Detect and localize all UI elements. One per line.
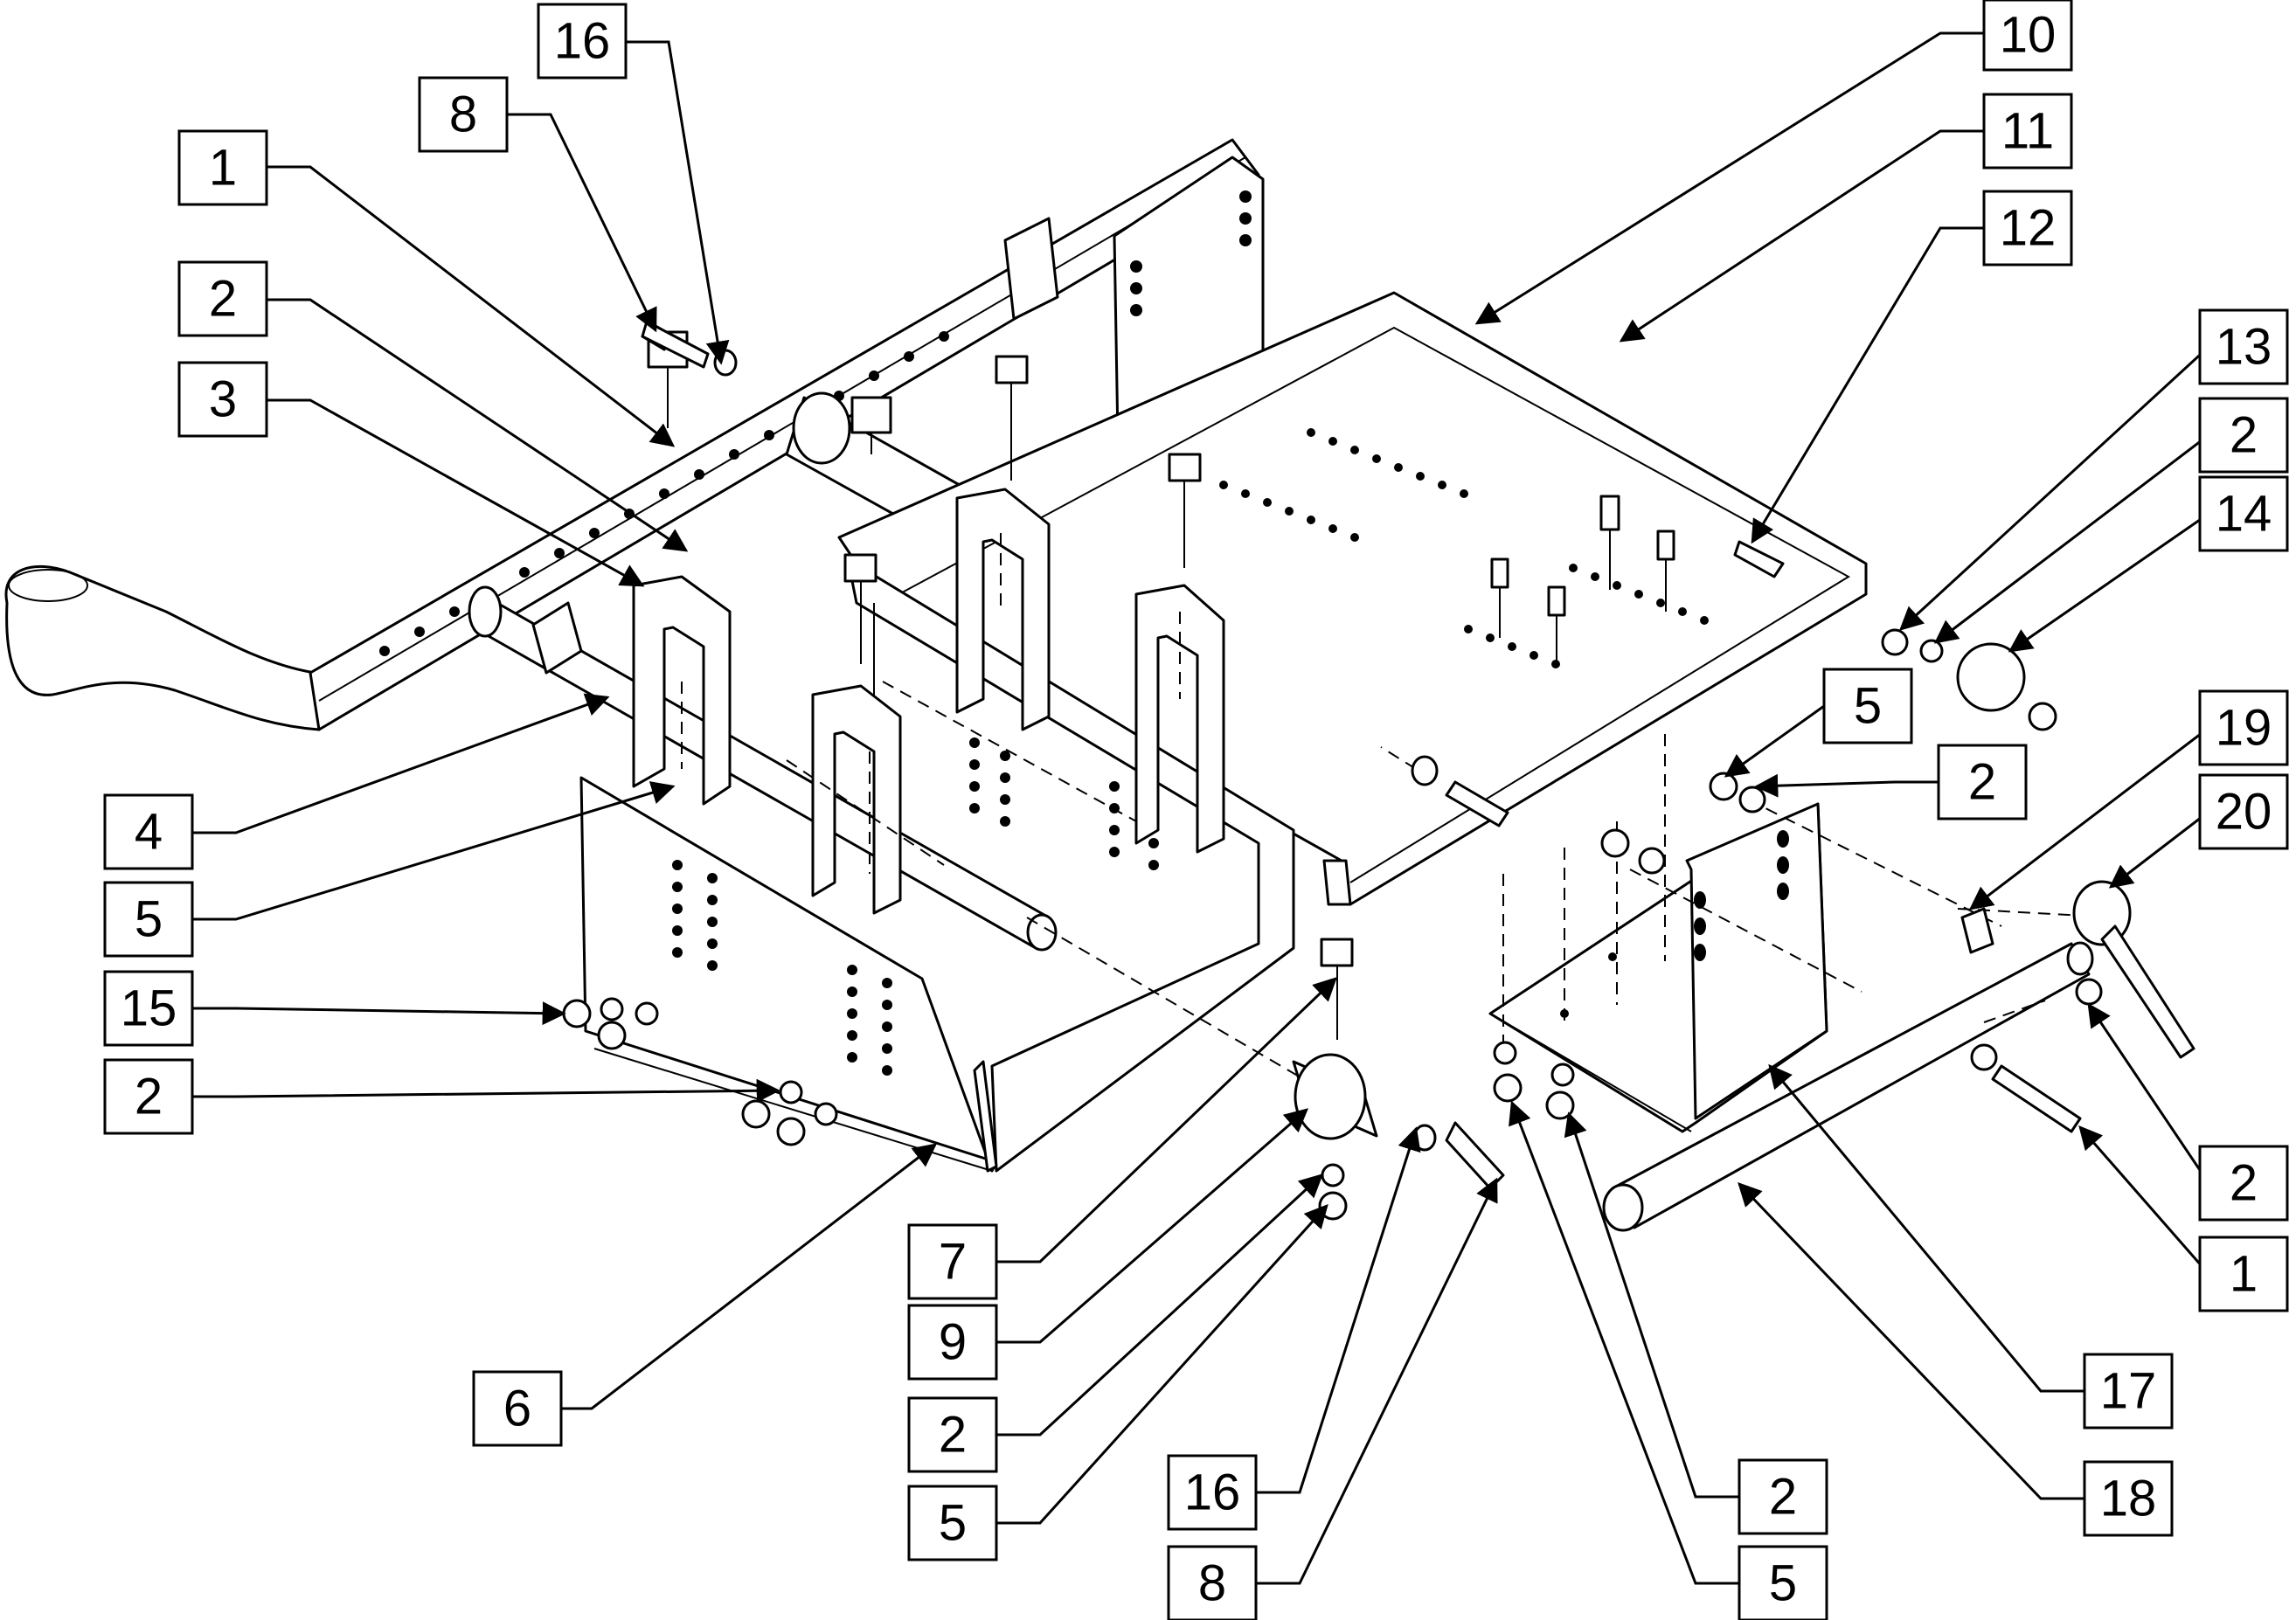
svg-text:2: 2 [1968,754,1996,811]
callout-13: 13 [2198,308,2289,385]
lower-right-tube [1602,941,2094,1232]
svg-text:8: 8 [1198,1555,1226,1612]
right-bracket [1488,802,1828,1133]
fasteners [562,320,2195,1221]
svg-text:6: 6 [503,1381,531,1437]
callout-2-right-lower: 2 [2198,1145,2289,1222]
callout-3: 3 [177,361,268,438]
svg-text:4: 4 [135,804,163,861]
svg-text:20: 20 [2216,784,2272,841]
armrest-pad [4,565,321,731]
svg-text:18: 18 [2100,1471,2157,1527]
callout-5-right: 5 [1822,668,1913,744]
svg-text:12: 12 [2000,200,2057,257]
callout-2-right-upper: 2 [2198,397,2289,474]
svg-text:17: 17 [2100,1363,2157,1420]
callout-5-left: 5 [103,881,194,958]
svg-text:5: 5 [135,891,163,948]
callout-4: 4 [103,793,194,870]
callout-6: 6 [472,1370,563,1447]
tray-hole-pattern [1219,428,1709,668]
svg-text:1: 1 [2230,1246,2258,1303]
callout-17: 17 [2083,1353,2174,1430]
callout-10: 10 [1982,0,2073,72]
svg-text:2: 2 [939,1407,967,1464]
callout-19: 19 [2198,689,2289,766]
svg-text:16: 16 [1184,1464,1241,1521]
vertical-clamps [632,488,1225,915]
callout-8-bottom: 8 [1167,1545,1258,1620]
callout-2-center: 2 [907,1396,998,1473]
callout-1-right: 1 [2198,1236,2289,1312]
front-rod-collar [531,601,583,675]
callout-12: 12 [1982,190,2073,267]
leader-lines [192,31,2252,1585]
callout-2-left-lower: 2 [103,1058,194,1135]
callout-7: 7 [907,1223,998,1300]
svg-text:2: 2 [135,1069,163,1125]
svg-text:5: 5 [939,1495,967,1552]
svg-text:13: 13 [2216,319,2272,376]
callout-8-top: 8 [418,76,509,153]
callout-18: 18 [2083,1460,2174,1537]
callout-11: 11 [1982,93,2073,170]
right-bracket-holes [1560,830,1789,1018]
svg-text:2: 2 [1769,1469,1797,1526]
svg-text:10: 10 [2000,7,2057,64]
svg-text:19: 19 [2216,700,2272,757]
svg-text:3: 3 [209,371,237,428]
callout-14: 14 [2198,475,2289,552]
callout-5-bottom: 5 [1738,1545,1828,1620]
lower-tray [579,557,1295,1173]
callout-2-left-upper: 2 [177,260,268,337]
rear-upright-holes [1130,190,1252,316]
callout-16-top: 16 [537,3,628,80]
svg-text:11: 11 [2001,103,2054,160]
callout-2-bottom: 2 [1738,1458,1828,1535]
tray-pan [837,291,1868,906]
svg-text:2: 2 [2230,1155,2258,1212]
svg-text:8: 8 [449,87,477,143]
lower-tray-hole-columns [672,737,1159,1076]
callouts: 16 8 1 2 3 4 5 15 2 6 7 9 2 5 16 8 10 11… [103,0,2289,1620]
svg-text:14: 14 [2216,486,2272,543]
svg-text:9: 9 [939,1314,967,1371]
callout-5-center: 5 [907,1485,998,1561]
svg-text:5: 5 [1854,678,1882,735]
svg-text:1: 1 [209,140,237,197]
svg-text:16: 16 [554,13,611,70]
callout-16-bottom: 16 [1167,1454,1258,1531]
callout-15: 15 [103,970,194,1047]
callout-2-right-middle: 2 [1937,744,2028,820]
svg-text:7: 7 [939,1234,967,1291]
callout-20: 20 [2198,773,2289,850]
callout-9: 9 [907,1304,998,1381]
svg-text:2: 2 [2230,407,2258,464]
svg-text:5: 5 [1769,1555,1797,1612]
armrest-pad-top [8,569,88,602]
tray-bolts [1490,495,1785,664]
svg-text:2: 2 [209,271,237,328]
svg-text:15: 15 [121,980,177,1037]
callout-1-left: 1 [177,129,268,206]
arm-tube-collar [1003,217,1059,321]
parts-artwork [4,138,2195,1232]
